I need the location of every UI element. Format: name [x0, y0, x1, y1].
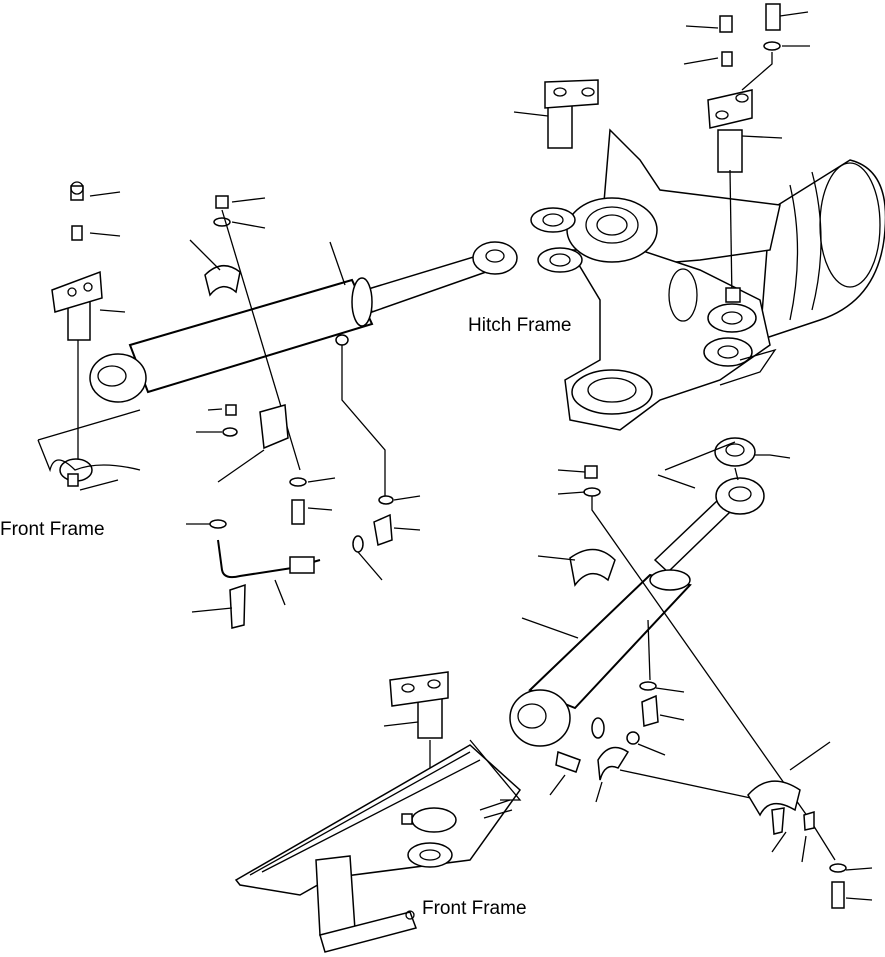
left-pin-stack — [37, 181, 141, 491]
right-pin-stack — [513, 3, 810, 303]
right-steering-cylinder — [509, 437, 873, 909]
upper-clamp-and-hose — [186, 195, 421, 629]
hitch-frame-label: Hitch Frame — [468, 315, 572, 336]
front-frame-left-label: Front Frame — [0, 519, 105, 540]
front-frame-bottom-label: Front Frame — [422, 898, 527, 919]
left-steering-cylinder — [89, 241, 518, 403]
hitch-frame-assembly — [530, 128, 885, 431]
lower-front-frame — [234, 671, 522, 953]
